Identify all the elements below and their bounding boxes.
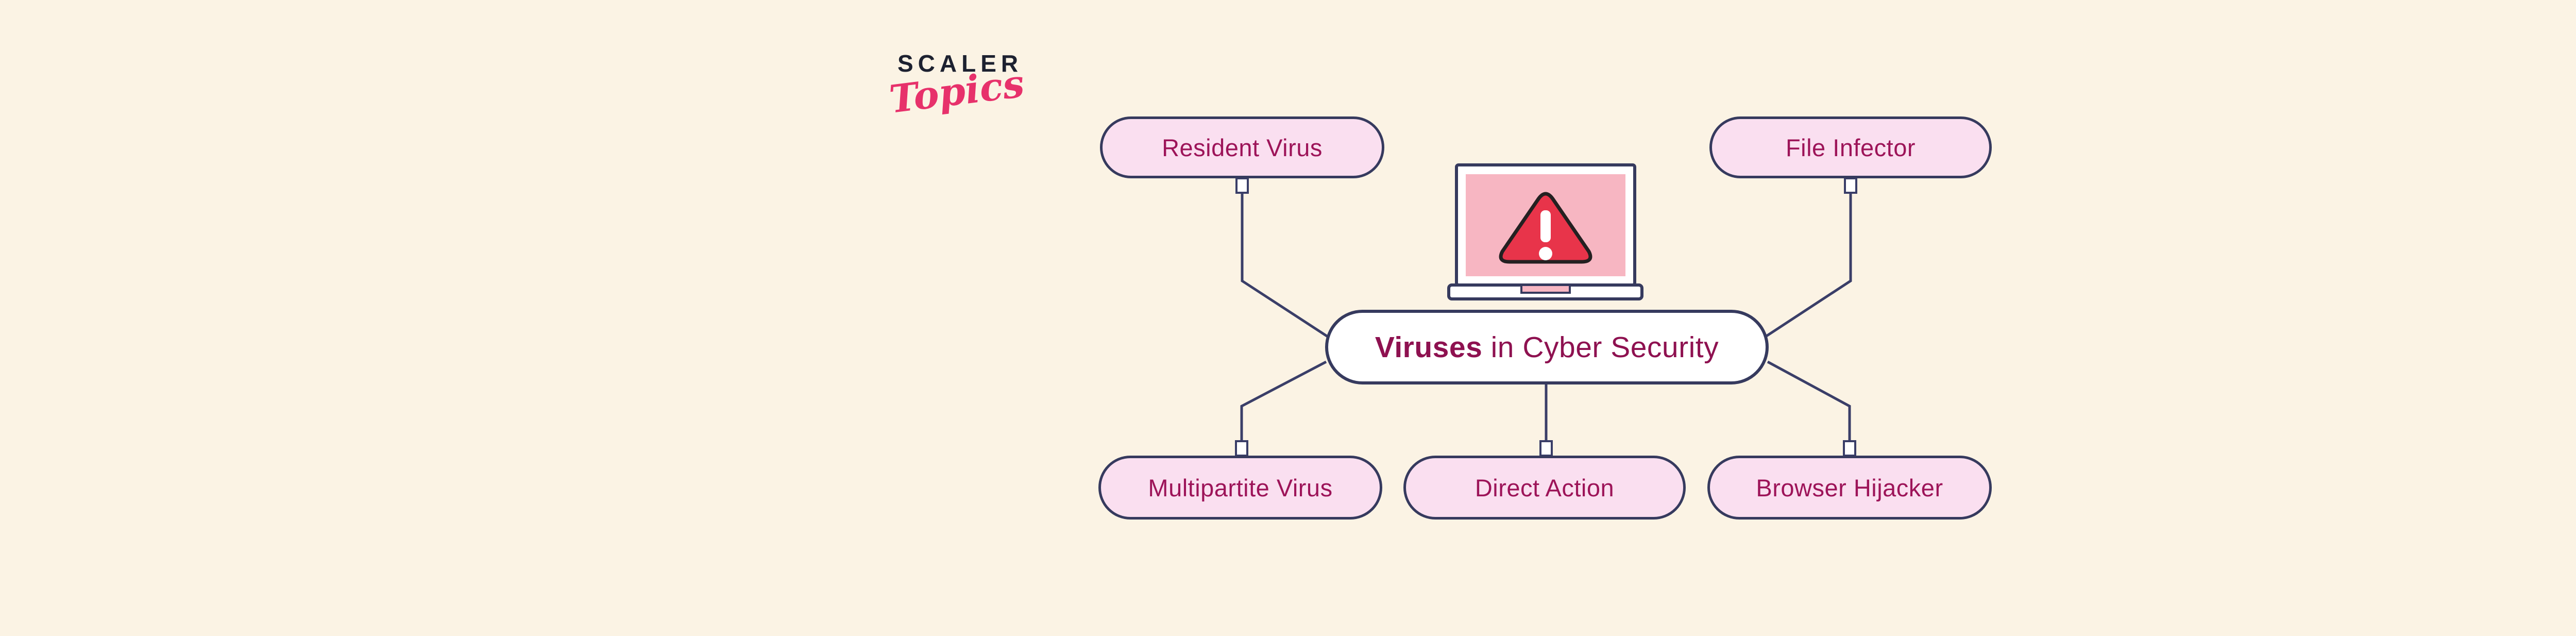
node-label: Browser Hijacker [1756,474,1943,501]
exclamation-dot [1539,247,1552,260]
node-file-infector: File Infector [1709,116,1992,178]
node-label: Direct Action [1475,474,1615,501]
node-browser-hijacker: Browser Hijacker [1707,456,1992,520]
central-title-rest: in Cyber Security [1482,330,1719,364]
node-multipartite-virus: Multipartite Virus [1098,456,1382,520]
node-label: File Infector [1785,133,1916,161]
line-resident-to-center [1241,180,1332,340]
connector-square [1235,177,1249,194]
line-center-to-browserhijacker [1767,360,1851,449]
connector-square [1843,440,1856,457]
node-resident-virus: Resident Virus [1100,116,1384,178]
connector-square [1844,177,1857,194]
node-label: Resident Virus [1162,133,1323,161]
brand-name: SCALER [897,50,1023,77]
line-center-to-multipartite [1240,360,1327,449]
connector-square [1539,440,1553,457]
node-direct-action: Direct Action [1403,456,1686,520]
exclamation-bar [1540,210,1551,242]
laptop-warning-icon [1447,163,1643,300]
line-fileinfector-to-center [1761,180,1852,340]
central-title-bold: Viruses [1375,330,1483,364]
central-title-text: Viruses in Cyber Security [1375,330,1719,364]
brand-logo: SCALER Topics [887,50,1027,122]
laptop-hinge-notch [1520,284,1571,294]
node-label: Multipartite Virus [1148,474,1333,501]
node-central-title: Viruses in Cyber Security [1325,310,1769,384]
connector-square [1235,440,1248,457]
